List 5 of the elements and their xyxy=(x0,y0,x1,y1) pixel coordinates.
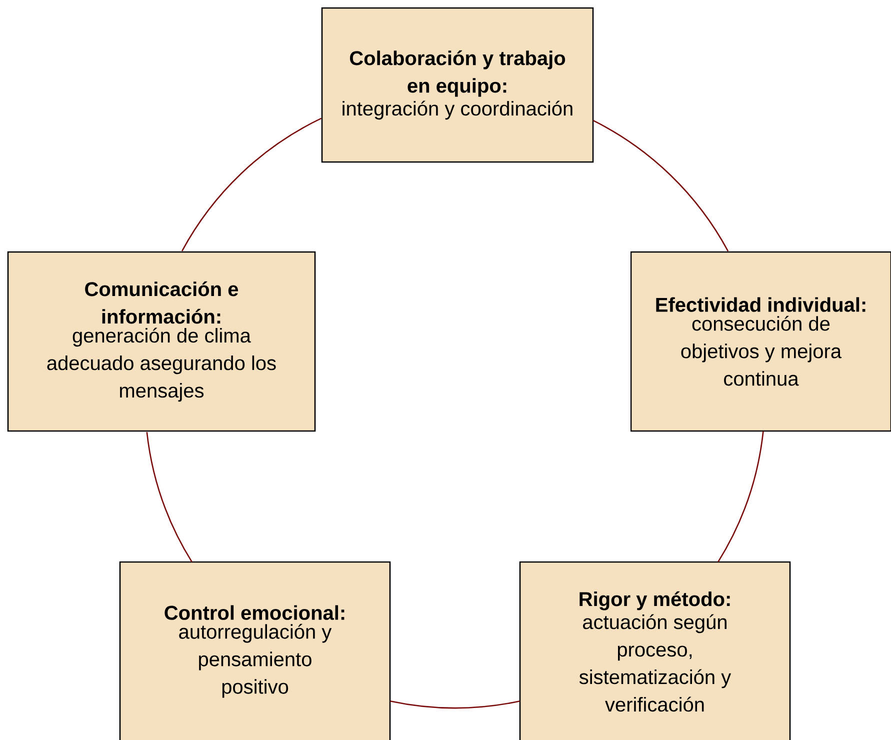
text-box: Control emocional: autorregulación y pensamiento positivo xyxy=(119,561,391,740)
text-box: Colaboración y trabajo en equipo: integración y coordinación xyxy=(321,7,594,163)
text-box: Efectividad individual: consecución de objetivos y mejora continua xyxy=(630,251,891,432)
text-box: Comunicación e información: generación de clima adecuado asegurando los mensajes xyxy=(7,251,316,432)
text-box: Rigor y método: actuación según proceso, sistematización y verificación xyxy=(519,561,791,740)
